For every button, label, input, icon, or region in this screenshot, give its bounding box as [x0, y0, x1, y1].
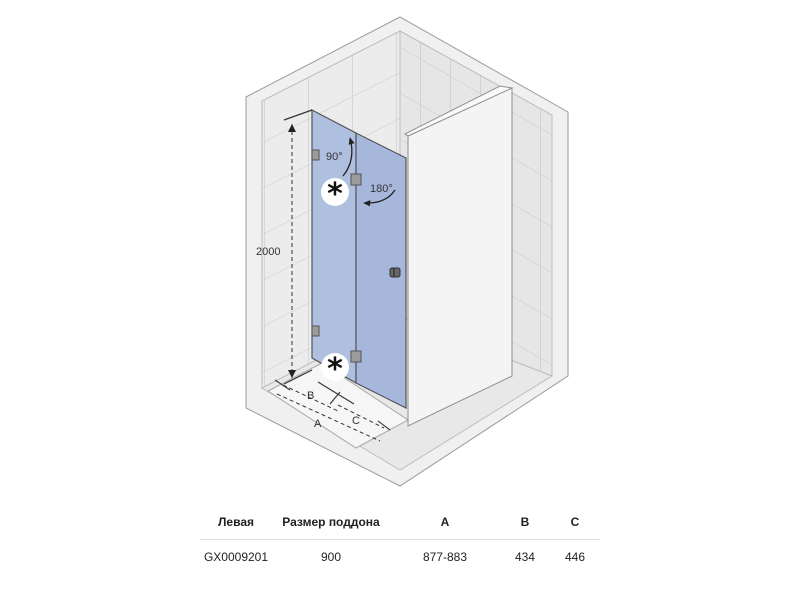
- svg-text:*: *: [327, 177, 343, 212]
- dimension-b-line: [282, 384, 339, 412]
- table-cell: 877-883: [422, 550, 467, 564]
- dimension-a-line: [276, 393, 381, 442]
- column-header: A: [390, 505, 500, 540]
- spec-table: Левая Размер поддона A B C GX0009201 900…: [200, 505, 600, 574]
- dimension-c-line: [337, 404, 385, 429]
- asterisk-marker-bottom: *: [321, 352, 349, 387]
- column-header: Размер поддона: [272, 505, 390, 540]
- partition-wall-top: [404, 85, 514, 137]
- svg-text:*: *: [327, 352, 343, 387]
- angle-180-label: 180°: [370, 183, 393, 195]
- hinge-bottom-left: [311, 325, 320, 337]
- dimension-b-label: B: [307, 390, 314, 402]
- column-header: B: [499, 505, 550, 540]
- table-cell: 446: [564, 550, 585, 564]
- hinge-top-left: [311, 149, 320, 161]
- column-header: Левая: [200, 505, 272, 540]
- table-row: GX0009201 900 877-883 434 446: [200, 540, 600, 575]
- rotation-180-arrow: [363, 189, 396, 207]
- dimension-a-label: A: [314, 418, 322, 430]
- rotation-90-arrow: [342, 137, 355, 177]
- hinge-top-middle: [350, 173, 362, 186]
- table-header-row: Левая Размер поддона A B C: [200, 505, 600, 540]
- table-cell: 434: [514, 550, 535, 564]
- hinge-bottom-middle: [350, 350, 362, 363]
- partition-wall-front: [407, 87, 513, 427]
- shower-door-diagram: 2000 90° 180° * * B A C: [245, 16, 569, 487]
- table-cell: 900: [320, 550, 342, 564]
- column-header: C: [549, 505, 600, 540]
- height-label: 2000: [256, 246, 280, 258]
- dimension-c-label: C: [352, 415, 360, 427]
- asterisk-marker-top: *: [321, 177, 349, 212]
- angle-90-label: 90°: [326, 151, 343, 163]
- door-knob-icon: [389, 267, 401, 278]
- table-cell: GX0009201: [203, 550, 269, 564]
